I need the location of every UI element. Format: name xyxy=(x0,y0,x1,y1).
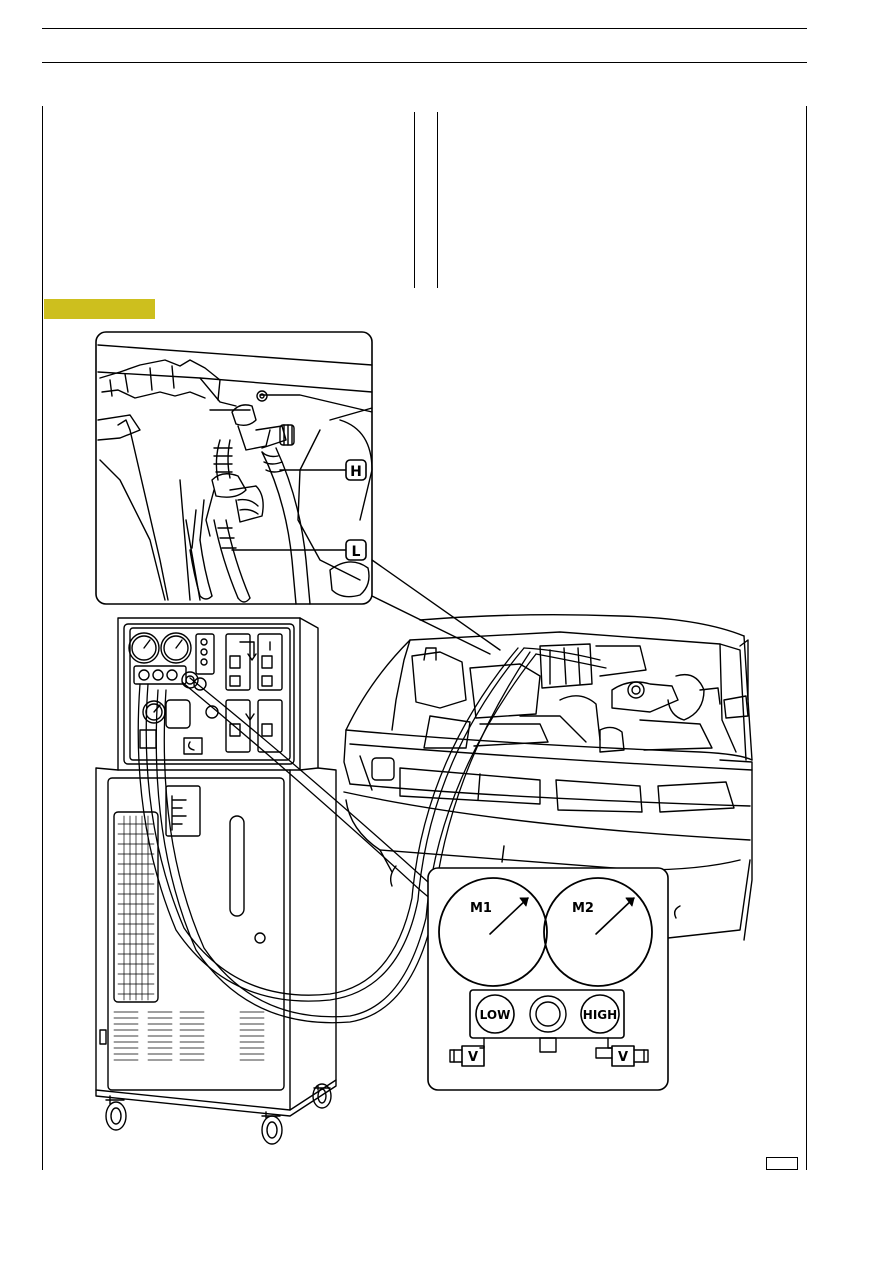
gauge-m1-label: M1 xyxy=(470,901,492,916)
callout-l-label: L xyxy=(352,544,361,560)
header-rule-bottom xyxy=(42,62,807,63)
sight-glass xyxy=(529,995,567,1033)
vehicle-front xyxy=(343,613,753,941)
column-rule-2 xyxy=(437,112,438,288)
header-rule-top xyxy=(42,28,807,29)
margin-rule-left xyxy=(42,106,43,1170)
valve-detail-inset xyxy=(95,331,373,605)
margin-rule-right xyxy=(806,106,807,1170)
valve-low xyxy=(475,994,515,1034)
manifold-inset xyxy=(427,867,669,1091)
gauge-m2-label: M2 xyxy=(572,901,594,916)
column-rule-1 xyxy=(414,112,415,288)
port-left-label: V xyxy=(468,1050,478,1065)
port-right-label: V xyxy=(618,1050,628,1065)
valve-high xyxy=(580,994,620,1034)
callout-h-label: H xyxy=(350,464,362,480)
service-station xyxy=(95,617,337,1145)
inset-zoom-leader xyxy=(371,559,501,655)
callout-l-box xyxy=(345,539,367,561)
valve-low-label: LOW xyxy=(480,1008,511,1022)
page-number-box xyxy=(766,1157,798,1170)
service-hoses xyxy=(137,647,607,1024)
valve-high-label: HIGH xyxy=(583,1008,617,1022)
callout-h-box xyxy=(345,459,367,481)
gauge-m2 xyxy=(543,877,653,987)
gauge-m1 xyxy=(438,877,548,987)
section-tab xyxy=(44,299,155,319)
